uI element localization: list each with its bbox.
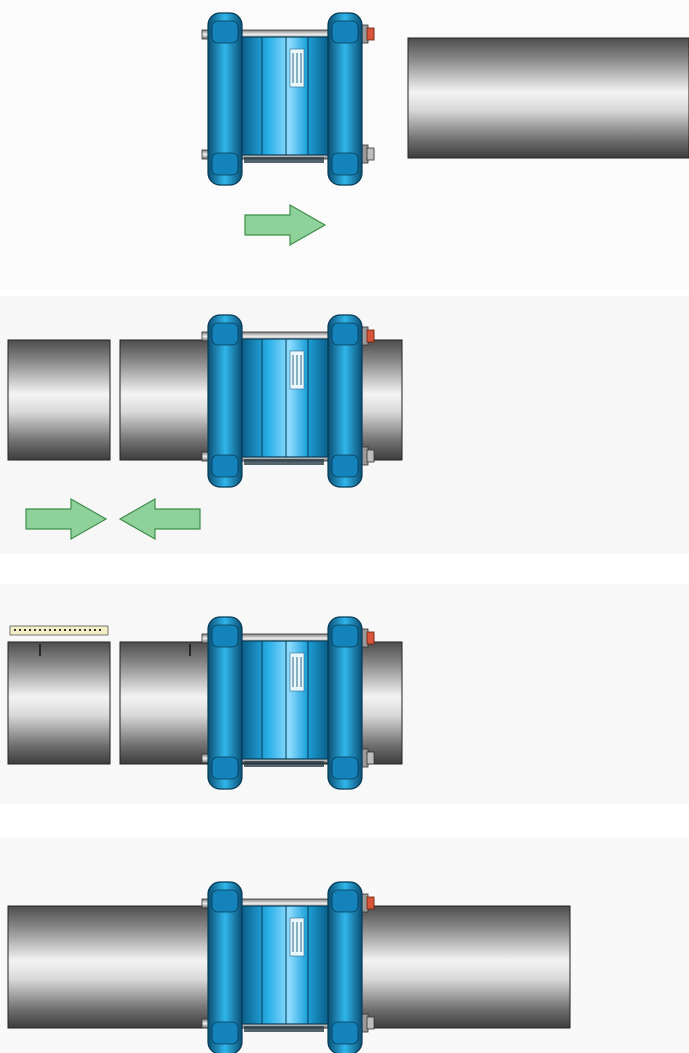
coupling-icon <box>201 12 375 186</box>
step-2-panel <box>0 296 689 554</box>
coupling-icon <box>201 881 375 1053</box>
step-3-panel <box>0 584 689 804</box>
coupling-icon <box>201 314 375 488</box>
step-4-panel <box>0 838 689 1053</box>
pipe-icon <box>7 641 111 765</box>
step-1-panel <box>0 0 689 290</box>
coupling-icon <box>201 616 375 790</box>
measuring-tape-icon <box>9 625 109 636</box>
pipe-icon <box>407 37 689 159</box>
pipe-icon <box>7 339 111 461</box>
